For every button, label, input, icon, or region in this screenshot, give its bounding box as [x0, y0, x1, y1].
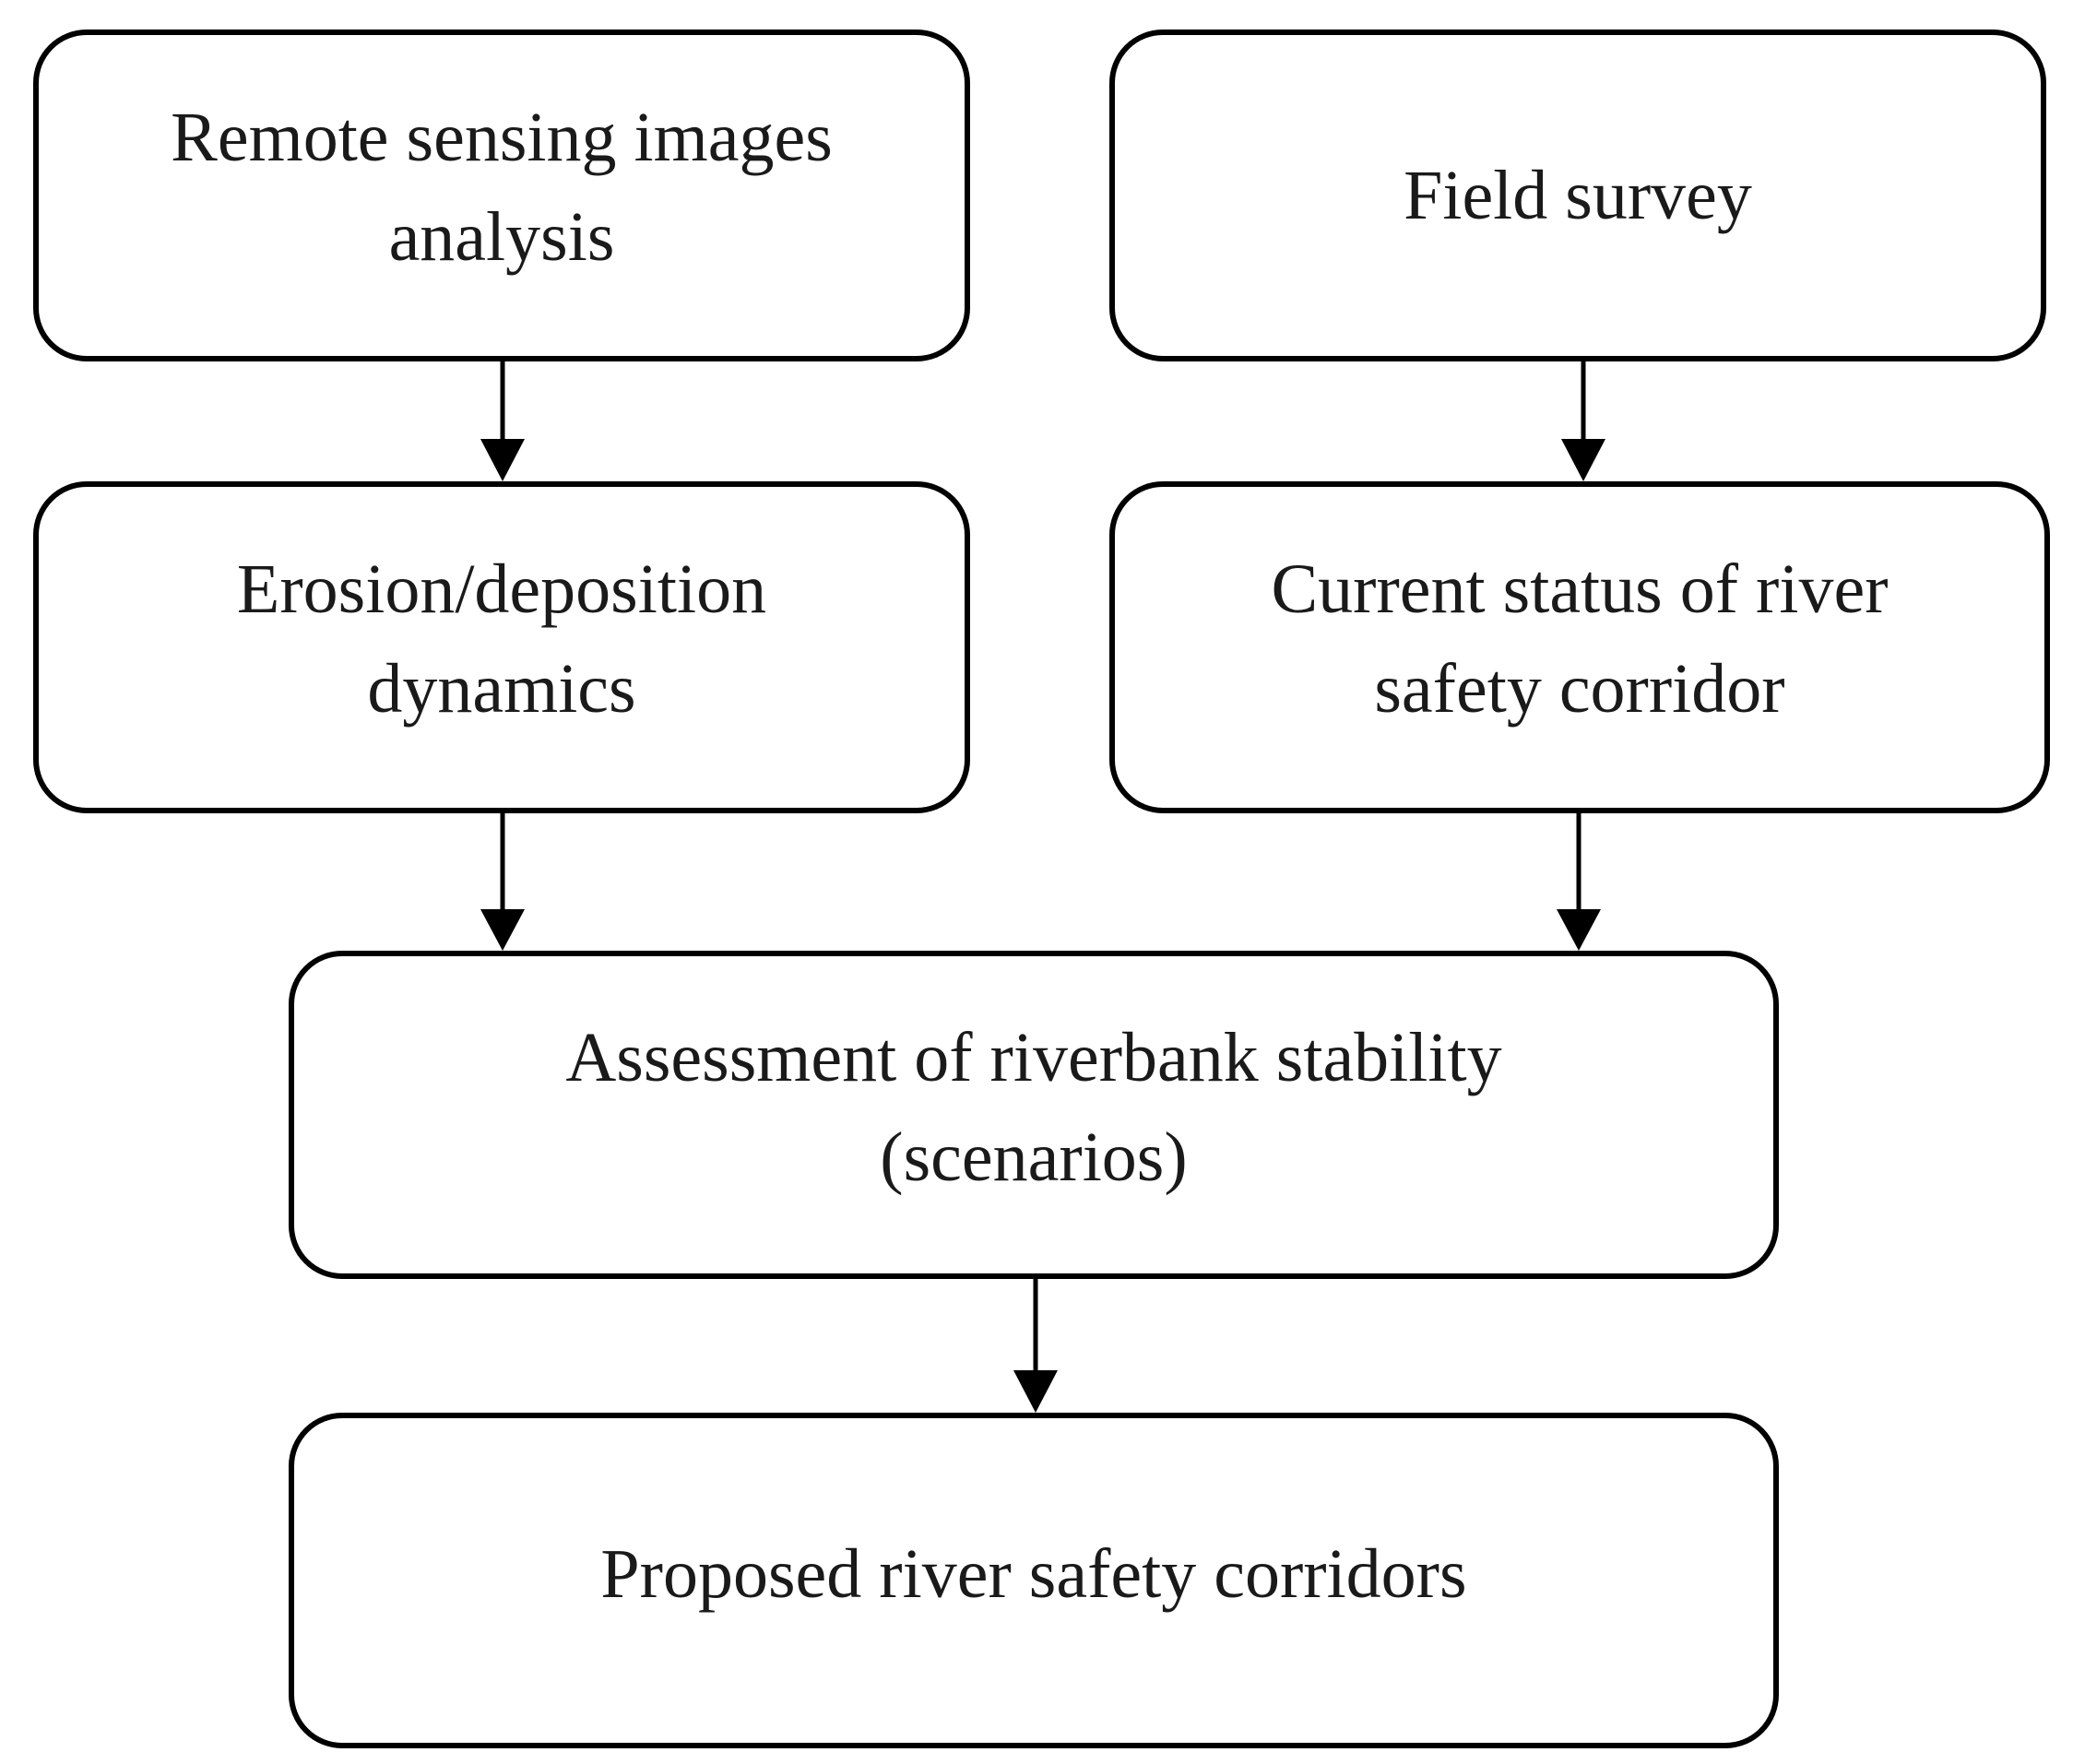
node-field-survey-label: Field survey — [1404, 157, 1752, 234]
node-remote-sensing: Remote sensing images analysis — [33, 30, 970, 361]
arrow-remote-to-erosion — [480, 361, 525, 481]
node-field-survey: Field survey — [1109, 30, 2046, 361]
arrow-assessment-to-proposed — [1013, 1279, 1058, 1413]
node-remote-sensing-label: Remote sensing images analysis — [171, 99, 833, 276]
arrow-erosion-to-assessment — [480, 813, 525, 951]
node-current-status: Current status of river safety corridor — [1109, 481, 2050, 813]
node-proposed-corridors: Proposed river safety corridors — [289, 1413, 1779, 1748]
node-erosion-deposition: Erosion/deposition dynamics — [33, 481, 970, 813]
node-current-status-label: Current status of river safety corridor — [1271, 551, 1889, 728]
arrow-current-to-assessment — [1557, 813, 1601, 951]
node-proposed-corridors-label: Proposed river safety corridors — [600, 1535, 1467, 1613]
node-erosion-deposition-label: Erosion/deposition dynamics — [236, 551, 767, 728]
arrow-field-to-current — [1561, 361, 1605, 481]
node-assessment-label: Assessment of riverbank stability (scena… — [565, 1019, 1502, 1196]
node-assessment: Assessment of riverbank stability (scena… — [289, 951, 1779, 1279]
